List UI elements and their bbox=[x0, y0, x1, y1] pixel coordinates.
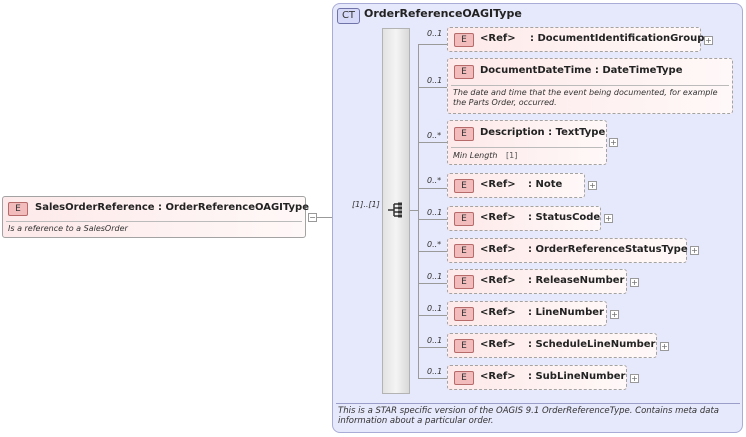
expand-toggle[interactable]: + bbox=[690, 246, 699, 255]
element-cardinality: 0..1 bbox=[427, 336, 443, 345]
element-ref-label: <Ref> bbox=[480, 212, 516, 223]
element-badge: E bbox=[454, 307, 474, 321]
root-collapse-toggle[interactable]: − bbox=[308, 213, 317, 222]
element-badge: E bbox=[454, 33, 474, 47]
sequence-cardinality: [1]..[1] bbox=[352, 200, 380, 209]
root-element-label: SalesOrderReference : OrderReferenceOAGI… bbox=[35, 202, 309, 213]
root-element[interactable]: E SalesOrderReference : OrderReferenceOA… bbox=[2, 196, 309, 238]
expand-toggle[interactable]: + bbox=[609, 138, 618, 147]
element-release-number[interactable]: E <Ref> : ReleaseNumber bbox=[447, 269, 627, 294]
element-name: : ScheduleLineNumber bbox=[528, 339, 656, 350]
element-badge: E bbox=[454, 179, 474, 193]
expand-toggle[interactable]: + bbox=[630, 278, 639, 287]
element-badge: E bbox=[454, 65, 474, 79]
element-ref-label: <Ref> bbox=[480, 339, 516, 350]
element-badge: E bbox=[454, 212, 474, 226]
expand-toggle[interactable]: + bbox=[610, 310, 619, 319]
element-cardinality: 0..1 bbox=[427, 272, 443, 281]
element-badge: E bbox=[454, 275, 474, 289]
element-order-reference-status-type[interactable]: E <Ref> : OrderReferenceStatusType bbox=[447, 238, 688, 263]
facet-label: Min Length bbox=[453, 151, 498, 160]
element-badge: E bbox=[8, 202, 28, 216]
facet-value: [1] bbox=[506, 151, 518, 160]
element-name: : DocumentIdentificationGroup bbox=[530, 33, 705, 44]
element-cardinality: 0..1 bbox=[427, 367, 443, 376]
element-line-number[interactable]: E <Ref> : LineNumber bbox=[447, 301, 607, 326]
element-ref-label: <Ref> bbox=[480, 371, 516, 382]
element-badge: E bbox=[454, 339, 474, 353]
element-divider bbox=[451, 147, 603, 148]
root-element-doc: Is a reference to a SalesOrder bbox=[8, 224, 128, 233]
complex-type-description: This is a STAR specific version of the O… bbox=[338, 406, 719, 426]
connector-vertical bbox=[418, 44, 419, 378]
element-name: : ReleaseNumber bbox=[528, 275, 625, 286]
expand-toggle[interactable]: + bbox=[660, 342, 669, 351]
element-name: : SubLineNumber bbox=[528, 371, 626, 382]
element-ref-label: <Ref> bbox=[480, 307, 516, 318]
element-name: : OrderReferenceStatusType bbox=[528, 244, 688, 255]
element-name: : Note bbox=[528, 179, 563, 190]
element-document-identification-group[interactable]: E <Ref> : DocumentIdentificationGroup bbox=[447, 27, 705, 52]
element-cardinality: 0..1 bbox=[427, 208, 443, 217]
element-schedule-line-number[interactable]: E <Ref> : ScheduleLineNumber bbox=[447, 333, 657, 358]
element-note[interactable]: E <Ref> : Note bbox=[447, 173, 585, 198]
element-badge: E bbox=[454, 127, 474, 141]
element-cardinality: 0..* bbox=[427, 131, 442, 140]
complex-type-badge: CT bbox=[337, 8, 360, 24]
element-ref-label: <Ref> bbox=[480, 179, 516, 190]
expand-toggle[interactable]: + bbox=[604, 214, 613, 223]
connector-seq bbox=[410, 210, 418, 211]
expand-toggle[interactable]: + bbox=[630, 374, 639, 383]
element-sub-line-number[interactable]: E <Ref> : SubLineNumber bbox=[447, 365, 627, 390]
sequence-compositor[interactable] bbox=[382, 28, 410, 394]
complex-type-divider bbox=[336, 403, 740, 404]
root-element-divider bbox=[6, 221, 302, 222]
element-cardinality: 0..* bbox=[427, 176, 442, 185]
expand-toggle[interactable]: + bbox=[704, 36, 713, 45]
complex-type-title: OrderReferenceOAGIType bbox=[364, 7, 522, 20]
element-doc: The date and time that the event being d… bbox=[453, 88, 718, 107]
element-cardinality: 0..1 bbox=[427, 304, 443, 313]
element-cardinality: 0..1 bbox=[427, 29, 443, 38]
element-name: DocumentDateTime : DateTimeType bbox=[480, 65, 683, 76]
element-cardinality: 0..* bbox=[427, 240, 442, 249]
element-document-date-time[interactable]: E DocumentDateTime : DateTimeType The da… bbox=[447, 58, 733, 114]
element-ref-label: <Ref> bbox=[480, 275, 516, 286]
element-cardinality: 0..1 bbox=[427, 76, 443, 85]
element-ref-label: <Ref> bbox=[480, 33, 516, 44]
expand-toggle[interactable]: + bbox=[588, 181, 597, 190]
element-status-code[interactable]: E <Ref> : StatusCode bbox=[447, 206, 601, 231]
element-description[interactable]: E Description : TextType Min Length [1] bbox=[447, 120, 607, 165]
element-name: : StatusCode bbox=[528, 212, 601, 223]
element-ref-label: <Ref> bbox=[480, 244, 516, 255]
sequence-icon bbox=[388, 202, 402, 218]
element-name: : LineNumber bbox=[528, 307, 604, 318]
element-badge: E bbox=[454, 244, 474, 258]
element-badge: E bbox=[454, 371, 474, 385]
element-name: Description : TextType bbox=[480, 127, 606, 138]
element-divider bbox=[451, 85, 729, 86]
